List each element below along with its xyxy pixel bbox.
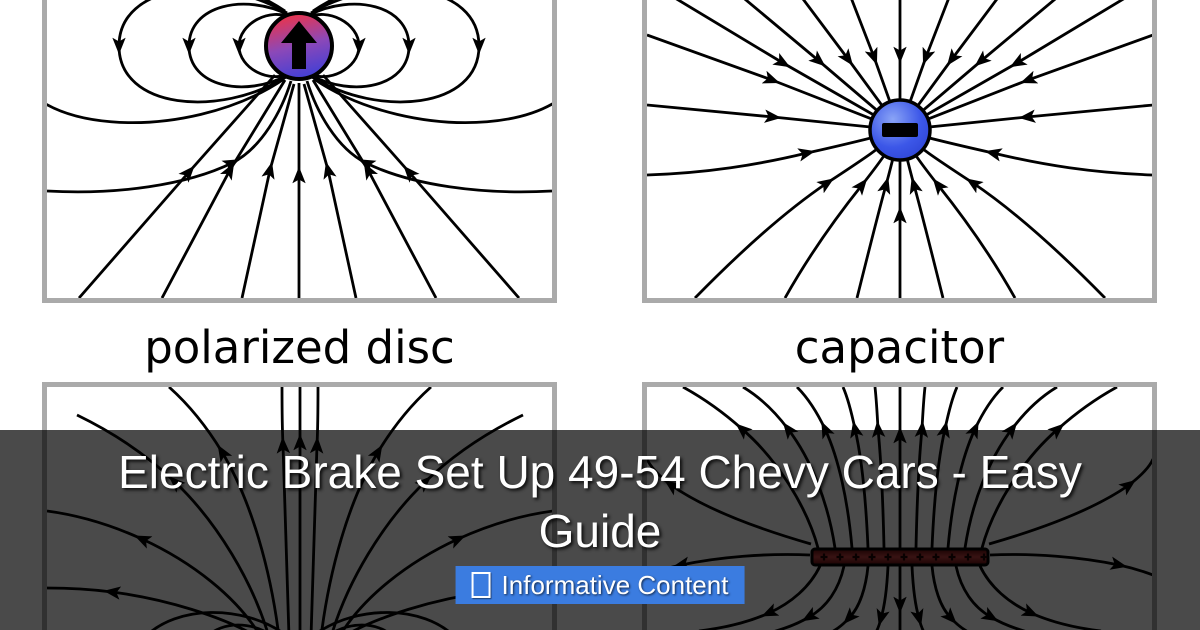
dipole-field-diagram: [47, 0, 552, 298]
caption-capacitor: capacitor: [794, 321, 1005, 374]
content-type-badge: Informative Content: [455, 566, 745, 604]
title-line-1: Electric Brake Set Up 49-54 Chevy Cars -…: [118, 446, 1082, 498]
point-charge-field-diagram: [647, 0, 1152, 298]
caption-polarized-disc: polarized disc: [144, 321, 455, 374]
panel-negative-charge: [642, 0, 1157, 303]
dipole-field-lines: [47, 0, 552, 298]
page-title: Electric Brake Set Up 49-54 Chevy Cars -…: [0, 443, 1200, 561]
title-line-2: Guide: [538, 505, 662, 557]
missing-glyph-box-icon: [471, 572, 491, 598]
up-arrow-icon: [281, 21, 317, 69]
panel-polarized-disc: [42, 0, 557, 303]
badge-label: Informative Content: [501, 569, 729, 600]
minus-icon: [882, 123, 918, 137]
